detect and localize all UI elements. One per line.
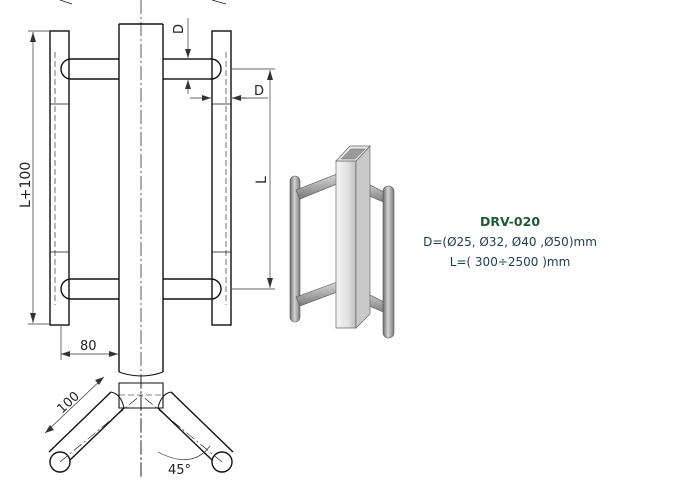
dimension-lines: D D L L+100 80 xyxy=(18,18,275,360)
plan-view xyxy=(48,375,234,478)
render-left-arm-top xyxy=(295,173,338,200)
dim-label-45: 45° xyxy=(168,463,191,478)
plan-bar-right xyxy=(211,451,233,473)
render-post-side xyxy=(355,145,371,329)
bottom-arm-left xyxy=(60,278,119,300)
plan-bar-left xyxy=(49,451,71,473)
left-handle-bar xyxy=(49,30,70,326)
plan-arm-right xyxy=(157,391,234,461)
elevation-view xyxy=(49,0,232,478)
render-left-arm-bottom xyxy=(295,281,338,307)
dim-label-d-top: D xyxy=(172,24,187,34)
top-arm-left xyxy=(60,58,119,80)
dim-label-100: 100 xyxy=(54,389,82,417)
render-left-bar xyxy=(289,175,301,323)
diameter-spec: D=(Ø25, Ø32, Ø40 ,Ø50)mm xyxy=(423,235,597,249)
dim-label-d-side: D xyxy=(254,84,264,99)
product-spec: DRV-020 D=(Ø25, Ø32, Ø40 ,Ø50)mm L=( 300… xyxy=(410,212,610,272)
product-code: DRV-020 xyxy=(479,214,541,229)
plan-dimensions: 100 45° xyxy=(44,376,211,478)
dim-label-l: L xyxy=(254,176,270,184)
dim-label-l-plus-100: L+100 xyxy=(18,162,34,208)
plan-arm-left xyxy=(48,391,125,461)
center-tube-upper xyxy=(118,23,164,372)
dim-label-80: 80 xyxy=(80,339,97,354)
render-right-bar xyxy=(382,185,395,339)
length-spec: L=( 300÷2500 )mm xyxy=(449,255,571,269)
right-handle-bar xyxy=(211,30,232,326)
bottom-arm-right xyxy=(163,278,222,300)
render-post-front xyxy=(335,160,357,329)
product-3d-render xyxy=(289,145,395,339)
